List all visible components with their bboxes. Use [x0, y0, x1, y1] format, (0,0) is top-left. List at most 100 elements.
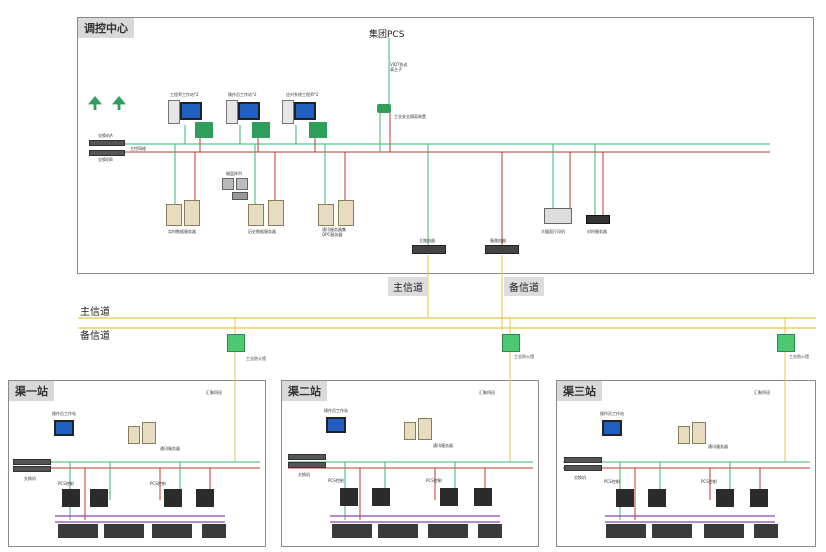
pcs-label: PCS控制	[328, 478, 344, 483]
pcs-rack-icon	[90, 489, 108, 507]
monitor-icon	[180, 102, 202, 120]
battery-rack-icon	[152, 524, 192, 538]
battery-rack-icon	[704, 524, 744, 538]
station-ws-label: 操作员工作站	[600, 411, 624, 416]
switch-icon	[288, 462, 326, 468]
station-ws-label: 操作员工作站	[52, 411, 76, 416]
switch-a-label: 交换机A	[98, 133, 113, 138]
server-icon	[692, 422, 706, 444]
clock-server-label: 对时服务器	[587, 229, 607, 234]
pcs-label: PCS控制	[604, 479, 620, 484]
station-ws-label: 操作员工作站	[324, 408, 348, 413]
printer-icon	[544, 208, 572, 224]
pcs-rack-icon	[474, 488, 492, 506]
station-frame-3	[556, 380, 816, 547]
station-switch-label: 交换机	[298, 472, 310, 477]
backup-channel-label: 备信道	[80, 331, 110, 342]
firewall-label: 工业防火墙	[514, 354, 534, 359]
server-icon	[318, 204, 334, 226]
station-agg-label: 汇聚四班	[206, 390, 222, 395]
station-title: 渠一站	[9, 381, 54, 401]
terminal-t-icon	[252, 122, 270, 138]
comm-server-label: 通讯服务器集 OPC服务器	[322, 227, 346, 237]
backup-channel-badge: 备信道	[504, 277, 544, 296]
pcs-label: PCS控制	[426, 478, 442, 483]
server-icon	[268, 200, 284, 226]
sys-engineer-ws-label: 应对系统工程师*2	[286, 92, 319, 97]
realtime-server-label: 实时数据服务器	[168, 229, 196, 234]
switch-icon	[564, 457, 602, 463]
station-title: 渠二站	[282, 381, 327, 401]
pcs-rack-icon	[750, 489, 768, 507]
pcs-rack-icon	[372, 488, 390, 506]
pcs-rack-icon	[648, 489, 666, 507]
station-agg-label: 汇聚四班	[479, 390, 495, 395]
storage-label: 磁盘阵列	[226, 171, 242, 176]
backup-router-label: 备路由器	[490, 238, 506, 243]
battery-rack-icon	[332, 524, 372, 538]
pcs-label: PCS控制	[701, 479, 717, 484]
terminal-t-icon	[195, 122, 213, 138]
control-center-title: 调控中心	[78, 18, 134, 38]
server-icon	[248, 204, 264, 226]
battery-rack-icon	[58, 524, 98, 538]
battery-rack-icon	[652, 524, 692, 538]
firewall-label: 工业防火墙	[246, 356, 266, 361]
switch-a-icon	[89, 140, 125, 146]
station-frame-1	[8, 380, 266, 547]
station-server-label: 通讯服务器	[708, 444, 728, 449]
firewall-icon	[502, 334, 520, 352]
storage-icon	[232, 192, 248, 200]
battery-rack-icon	[378, 524, 418, 538]
pcs-rack-icon	[616, 489, 634, 507]
monitor-icon	[326, 417, 346, 433]
backup-router-icon	[485, 245, 519, 254]
terminal-t-icon	[309, 122, 327, 138]
firewall-label: 工业防火墙	[789, 354, 809, 359]
battery-rack-icon	[754, 524, 778, 538]
operator-ws-label: 操作员工作站*2	[228, 92, 257, 97]
clock-server-icon	[586, 215, 610, 224]
station-server-label: 通讯服务器	[433, 443, 453, 448]
monitor-icon	[54, 420, 74, 436]
printer-label: 大幅面打印机	[541, 229, 565, 234]
server-icon	[678, 426, 690, 444]
firewall-icon	[777, 334, 795, 352]
station-title: 渠三站	[557, 381, 602, 401]
pcs-label: PCS控制	[150, 481, 166, 486]
switch-b-icon	[89, 150, 125, 156]
pcs-rack-icon	[196, 489, 214, 507]
server-icon	[166, 204, 182, 226]
server-icon	[404, 422, 416, 440]
main-router-icon	[412, 245, 446, 254]
station-switch-label: 交换机	[574, 475, 586, 480]
isolation-router-label: 工业安全隔离装置	[394, 114, 426, 119]
pcs-rack-icon	[62, 489, 80, 507]
station-server-label: 通讯服务器	[160, 446, 180, 451]
vpn-label: VIQT协议 高主子	[390, 62, 408, 72]
server-icon	[418, 418, 432, 440]
battery-rack-icon	[104, 524, 144, 538]
main-channel-badge: 主信道	[388, 277, 428, 296]
storage-icon	[222, 178, 234, 190]
history-server-label: 历史数据服务器	[248, 229, 276, 234]
workstation-icon	[226, 100, 238, 124]
main-channel-label: 主信道	[80, 307, 110, 318]
switch-icon	[13, 466, 51, 472]
switch-b-label: 交换机B	[98, 157, 113, 162]
station-switch-label: 交换机	[24, 476, 36, 481]
monitor-icon	[294, 102, 316, 120]
server-icon	[142, 422, 156, 444]
switch-icon	[564, 465, 602, 471]
server-icon	[338, 200, 354, 226]
pcs-rack-icon	[164, 489, 182, 507]
battery-rack-icon	[202, 524, 226, 538]
storage-icon	[236, 178, 248, 190]
monitor-icon	[602, 420, 622, 436]
group-pcs-label: 集团PCS	[369, 30, 405, 40]
switch-icon	[13, 459, 51, 465]
pcs-rack-icon	[340, 488, 358, 506]
isolation-router-icon	[377, 104, 391, 113]
workstation-icon	[282, 100, 294, 124]
